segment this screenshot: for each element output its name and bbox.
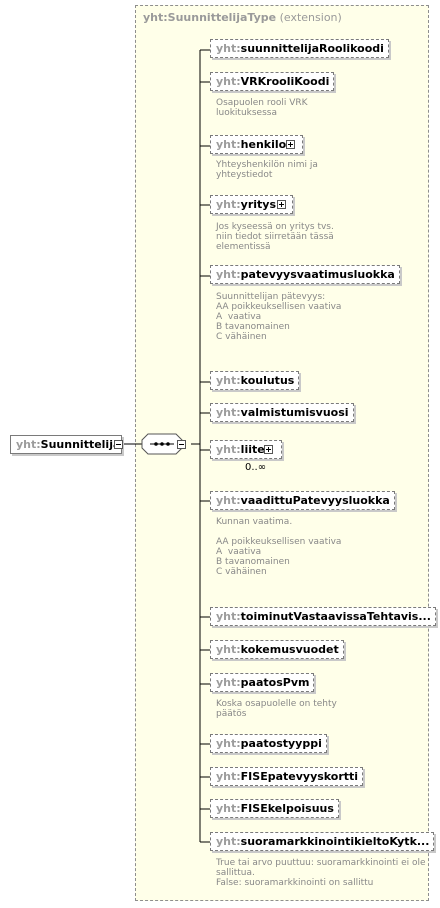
- extension-suffix: (extension): [276, 11, 342, 24]
- extension-type-name: SuunnittelijaType: [167, 11, 277, 24]
- element-name: kokemusvuodet: [240, 643, 339, 656]
- namespace-prefix: yht:: [216, 75, 241, 88]
- collapse-minus-icon[interactable]: [114, 440, 123, 449]
- element-FISEkelpoisuus[interactable]: yht:FISEkelpoisuus: [210, 799, 339, 818]
- element-name: henkilo: [240, 138, 287, 151]
- namespace-prefix: yht:: [216, 494, 241, 507]
- element-name: paatostyyppi: [240, 737, 322, 750]
- element-vaadittuPatevyysluokka[interactable]: yht:vaadittuPatevyysluokka: [210, 491, 395, 510]
- desc-vaadittuPatevyysluokka: Kunnan vaatima. AA poikkeuksellisen vaat…: [216, 517, 342, 577]
- namespace-prefix: yht:: [216, 198, 241, 211]
- element-name: suunnittelijaRoolikoodi: [240, 42, 384, 55]
- element-suoramarkkinointikieltoKytkin[interactable]: yht:suoramarkkinointikieltoKytk...: [210, 832, 435, 851]
- expand-plus-icon[interactable]: [264, 445, 273, 454]
- desc-VRKrooliKoodi: Osapuolen rooli VRK luokituksessa: [216, 98, 308, 118]
- desc-paatosPvm: Koska osapuolelle on tehty päätös: [216, 699, 337, 719]
- namespace-prefix: yht:: [216, 374, 241, 387]
- element-paatostyyppi[interactable]: yht:paatostyyppi: [210, 734, 327, 753]
- element-name: koulutus: [240, 374, 295, 387]
- desc-henkilo: Yhteyshenkilön nimi ja yhteystiedot: [216, 160, 318, 180]
- namespace-prefix: yht:: [216, 676, 241, 689]
- element-koulutus[interactable]: yht:koulutus: [210, 371, 300, 390]
- namespace-prefix: yht:: [216, 835, 241, 848]
- expand-plus-icon[interactable]: [277, 200, 286, 209]
- element-name: VRKrooliKoodi: [240, 75, 330, 88]
- namespace-prefix: yht:: [216, 42, 241, 55]
- namespace-prefix: yht:: [216, 138, 241, 151]
- sequence-collapse-minus-icon[interactable]: [177, 440, 186, 449]
- namespace-prefix: yht:: [16, 438, 41, 451]
- desc-suoramarkkinointikieltoKytkin: True tai arvo puuttuu: suoramarkkinointi…: [216, 858, 426, 888]
- element-name: Suunnittelija: [40, 438, 121, 451]
- element-name: valmistumisvuosi: [240, 406, 349, 419]
- element-paatosPvm[interactable]: yht:paatosPvm: [210, 673, 315, 692]
- element-name: yritys: [240, 198, 277, 211]
- element-kokemusvuodet[interactable]: yht:kokemusvuodet: [210, 640, 344, 659]
- namespace-prefix: yht:: [216, 610, 241, 623]
- element-liite[interactable]: yht:liite: [210, 440, 282, 459]
- namespace-prefix: yht:: [216, 406, 241, 419]
- element-toiminutVastaavissaTehtavissa[interactable]: yht:toiminutVastaavissaTehtavis...: [210, 607, 436, 626]
- namespace-prefix: yht:: [216, 443, 241, 456]
- element-name: patevyysvaatimusluokka: [240, 268, 395, 281]
- element-name: toiminutVastaavissaTehtavis...: [240, 610, 431, 623]
- root-element-suunnittelija[interactable]: yht:Suunnittelija: [10, 435, 122, 454]
- element-name: liite: [240, 443, 265, 456]
- element-name: suoramarkkinointikieltoKytk...: [240, 835, 430, 848]
- expand-plus-icon[interactable]: [286, 140, 295, 149]
- extension-type-title: yht:SuunnittelijaType (extension): [143, 11, 342, 24]
- namespace-prefix: yht:: [216, 268, 241, 281]
- namespace-prefix: yht:: [216, 802, 241, 815]
- element-suunnittelijaRoolikoodi[interactable]: yht:suunnittelijaRoolikoodi: [210, 39, 389, 58]
- element-name: FISEpatevyyskortti: [240, 770, 359, 783]
- element-VRKrooliKoodi[interactable]: yht:VRKrooliKoodi: [210, 72, 335, 91]
- desc-yritys: Jos kyseessä on yritys tvs. niin tiedot …: [216, 222, 334, 252]
- element-name: FISEkelpoisuus: [240, 802, 334, 815]
- element-patevyysvaatimusluokka[interactable]: yht:patevyysvaatimusluokka: [210, 265, 400, 284]
- desc-patevyysvaatimusluokka: Suunnittelijan pätevyys: AA poikkeuksell…: [216, 292, 342, 342]
- element-name: vaadittuPatevyysluokka: [240, 494, 390, 507]
- element-henkilo[interactable]: yht:henkilo: [210, 135, 304, 154]
- extension-ns: yht:: [143, 11, 168, 24]
- cardinality-liite: 0..∞: [245, 462, 267, 473]
- namespace-prefix: yht:: [216, 770, 241, 783]
- element-name: paatosPvm: [240, 676, 310, 689]
- namespace-prefix: yht:: [216, 737, 241, 750]
- element-FISEpatevyyskortti[interactable]: yht:FISEpatevyyskortti: [210, 767, 364, 786]
- namespace-prefix: yht:: [216, 643, 241, 656]
- element-yritys[interactable]: yht:yritys: [210, 195, 294, 214]
- element-valmistumisvuosi[interactable]: yht:valmistumisvuosi: [210, 403, 354, 422]
